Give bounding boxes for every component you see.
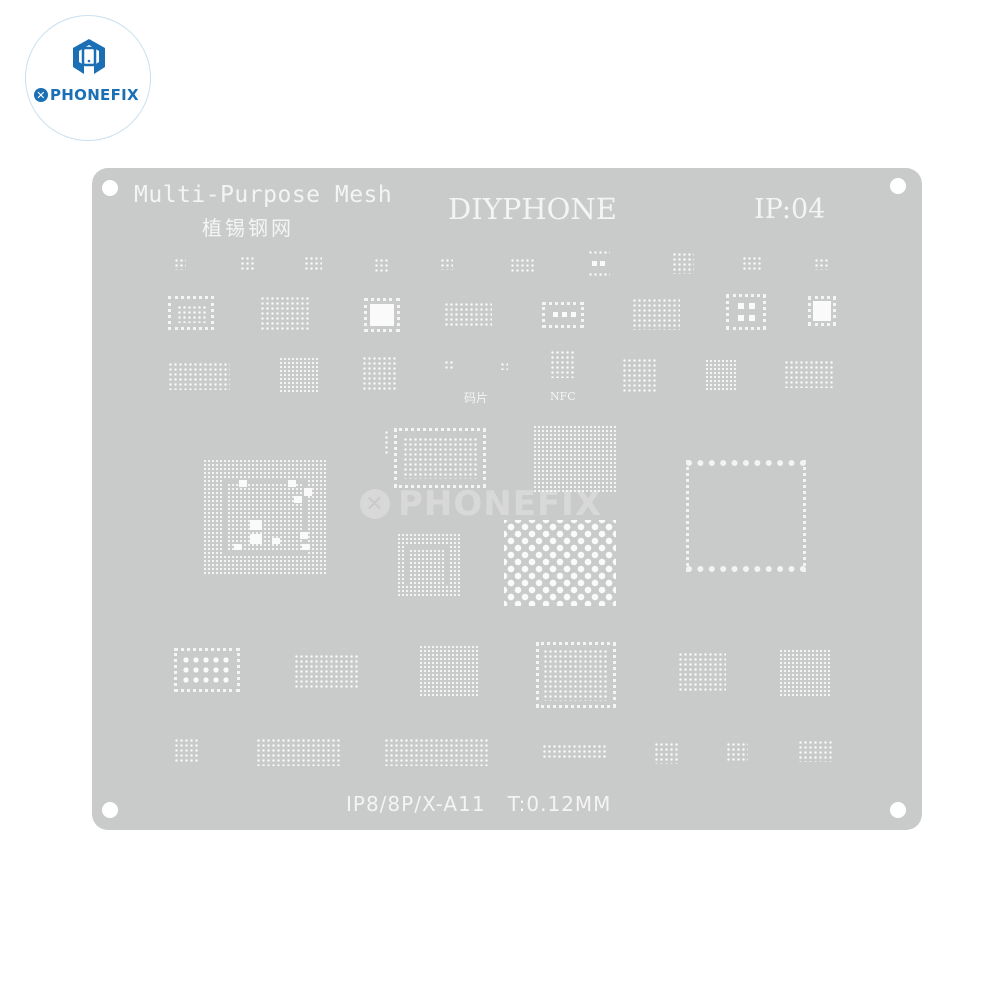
watermark-text: PHONEFIX [398, 484, 603, 524]
bga-pad-medium [678, 652, 726, 692]
bga-pad-large-frame [536, 642, 616, 708]
bga-pad-dense [420, 644, 478, 696]
bga-pad-small [672, 252, 694, 274]
bga-pad-side [384, 430, 390, 456]
bga-pad-small [304, 256, 322, 272]
mounting-hole-bottom-left [102, 802, 118, 818]
qfn-pad-frame [726, 294, 766, 330]
stencil-brand: DIYPHONE [448, 192, 617, 226]
qfn-pad-frame [542, 302, 584, 328]
stencil-title: Multi-Purpose Mesh [134, 182, 393, 208]
bga-pad-small [374, 258, 388, 274]
bga-pad-medium [362, 356, 398, 392]
qfn-pad-center [364, 298, 400, 332]
bga-pad-small [174, 258, 186, 270]
bga-pad-medium [256, 738, 342, 766]
brand-logo-label: PHONEFIX [50, 86, 139, 104]
qfn-pad-center [808, 296, 836, 326]
bga-pad-small [798, 740, 834, 762]
bga-pad-small [510, 258, 534, 272]
wrench-phone-icon [73, 39, 105, 74]
bga-pad-small [742, 256, 762, 270]
label-nfc: NFC [550, 390, 576, 403]
bga-pad-strip [542, 744, 606, 760]
bga-pad-dense [780, 648, 830, 696]
bga-pad-small [814, 258, 828, 270]
bga-pad-square-frame [398, 534, 460, 596]
brand-logo: ✕ PHONEFIX [25, 15, 151, 141]
bga-pad-medium [168, 362, 230, 390]
bga-pad-perimeter [686, 460, 806, 572]
bga-pad-medium [632, 298, 680, 330]
bga-pad-medium [384, 738, 488, 766]
mounting-hole-bottom-right [890, 802, 906, 818]
qfn-pad-frame [168, 296, 214, 330]
bga-pad-small [240, 256, 254, 272]
phonefix-watermark: ✕ PHONEFIX [360, 484, 602, 524]
qfn-pad-frame [174, 648, 240, 692]
stencil-plate: Multi-Purpose Mesh 植锡钢网 DIYPHONE IP:04 [92, 168, 922, 830]
bga-pad-small [174, 738, 200, 764]
stencil-subtitle-cn: 植锡钢网 [202, 216, 294, 240]
x-circle-icon: ✕ [360, 489, 390, 519]
bga-pad-diamond [504, 520, 616, 606]
cpu-a11-pad [204, 458, 326, 574]
bga-pad-dense [280, 358, 320, 392]
bga-pad-connector [588, 250, 610, 278]
label-code-chip: 码片 [464, 391, 489, 405]
bga-pad-small [726, 742, 748, 762]
stencil-model-code: IP:04 [754, 194, 826, 225]
bga-pad-large-frame [394, 428, 486, 488]
bga-pad-medium [260, 296, 310, 330]
x-circle-icon: ✕ [34, 88, 48, 102]
bga-pad-medium [294, 654, 360, 690]
bga-pad-medium [444, 302, 492, 326]
stencil-footer: IP8/8P/X-A11 T:0.12MM [346, 792, 612, 816]
bga-pad-medium [784, 360, 834, 388]
brand-logo-text: ✕ PHONEFIX [34, 86, 146, 104]
bga-pad-large [534, 426, 618, 492]
bga-pad-tiny [500, 362, 508, 370]
nfc-chip-pad [550, 350, 576, 378]
bga-pad-small [440, 258, 453, 270]
bga-pad-medium [622, 358, 658, 392]
bga-pad-tiny [444, 360, 454, 370]
bga-pad-small [654, 742, 680, 764]
bga-pad-dense [706, 358, 738, 390]
mounting-hole-top-left [102, 180, 118, 196]
mounting-hole-top-right [890, 178, 906, 194]
